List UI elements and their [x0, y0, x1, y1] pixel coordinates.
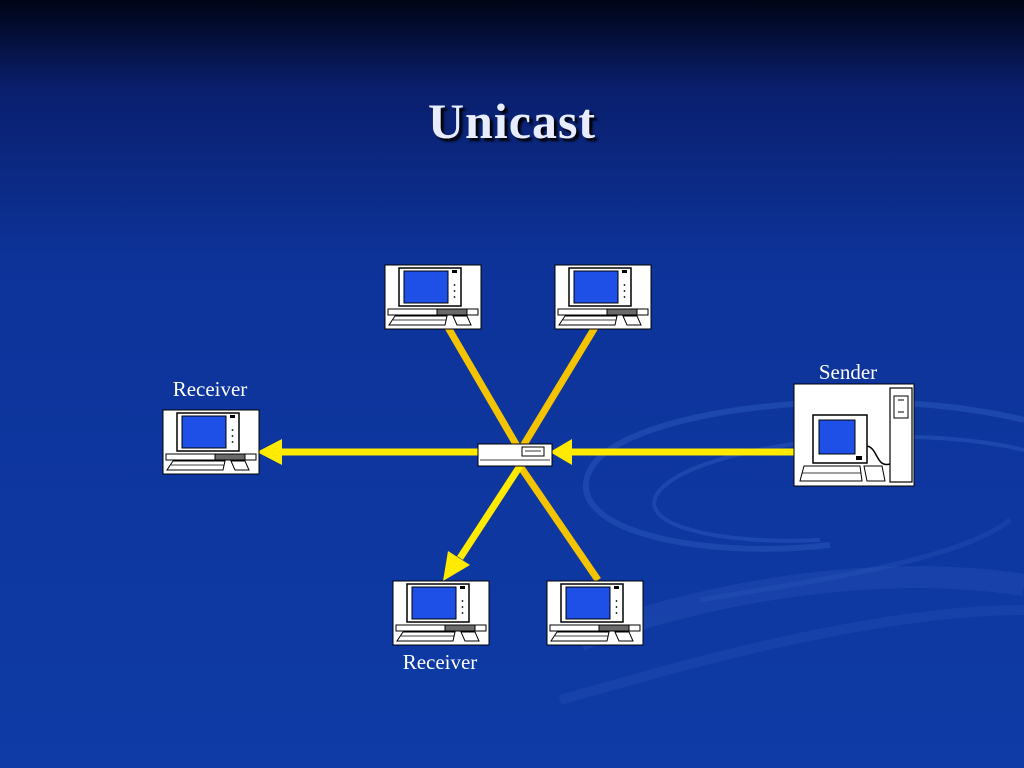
background-swoosh: [558, 398, 1024, 705]
computer-sender: [793, 383, 915, 487]
computer-receiver-left: [162, 409, 260, 475]
network-hub: [477, 443, 553, 467]
link-hub-to-bottom-receiver: [457, 464, 523, 560]
sender-label: Sender: [819, 360, 877, 384]
computer-top-right: [554, 264, 652, 330]
arrow-into-hub: [550, 439, 572, 465]
link-top-right: [517, 322, 600, 453]
link-bottom-right: [517, 464, 601, 582]
computer-top-left: [384, 264, 482, 330]
receiver-left-label: Receiver: [173, 377, 248, 401]
arrow-to-bottom-receiver: [443, 551, 470, 581]
receiver-bottom-label: Receiver: [403, 650, 478, 674]
arrow-to-left-receiver: [257, 439, 282, 465]
slide-title: Unicast: [427, 93, 597, 149]
computer-receiver-bottom: [392, 580, 490, 646]
computer-bottom-right: [546, 580, 644, 646]
link-top-left: [442, 322, 524, 453]
